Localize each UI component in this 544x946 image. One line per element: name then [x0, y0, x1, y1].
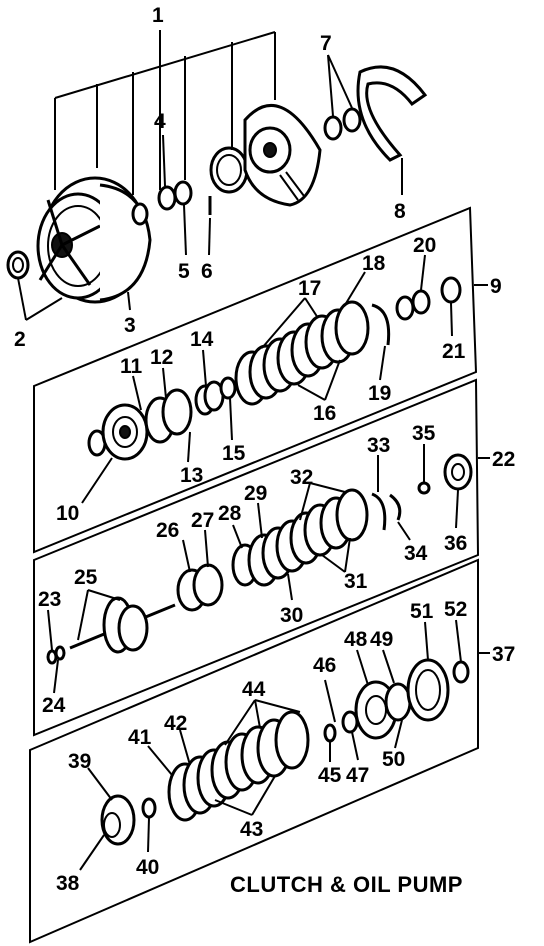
callout-22: 22: [492, 448, 515, 471]
bearing-36: [443, 453, 473, 491]
callout-48: 48: [344, 628, 368, 651]
callout-52: 52: [444, 598, 467, 621]
callout-17: 17: [298, 277, 321, 300]
callout-33: 33: [367, 434, 390, 457]
callout-8: 8: [394, 200, 406, 223]
pump-cover-seal: [209, 146, 249, 194]
housing-51: [406, 658, 450, 722]
clutch-pack-29-32: [247, 488, 369, 587]
clutch-plates-16-17: [234, 300, 370, 406]
callout-46: 46: [313, 654, 336, 677]
callout-2: 2: [14, 328, 26, 351]
callout-7: 7: [320, 32, 332, 55]
callout-26: 26: [156, 519, 179, 542]
callout-42: 42: [164, 712, 187, 735]
callout-38: 38: [56, 872, 80, 895]
leader-lines: [17, 30, 490, 871]
ring-15: [219, 376, 237, 400]
callout-14: 14: [190, 328, 214, 351]
callout-50: 50: [382, 748, 405, 771]
section-box-9: [33, 206, 478, 554]
callout-36: 36: [444, 532, 467, 555]
ring-4: [157, 185, 177, 211]
callout-28: 28: [218, 502, 242, 525]
rings-45-47: [323, 710, 359, 743]
oil-pump-body: [36, 176, 152, 304]
callout-30: 30: [280, 604, 303, 627]
bearing-26-27: [176, 563, 224, 612]
callout-47: 47: [346, 764, 369, 787]
seal-52: [452, 660, 470, 684]
drum-11: [101, 403, 149, 461]
bolt-23-24: [46, 645, 66, 665]
callout-39: 39: [68, 750, 91, 773]
callout-9: 9: [490, 275, 502, 298]
callout-32: 32: [290, 466, 313, 489]
callout-15: 15: [222, 442, 246, 465]
piston-12-13: [144, 388, 193, 444]
ball-35: [417, 481, 431, 495]
ring-20: [395, 289, 431, 321]
callout-18: 18: [362, 252, 386, 275]
callout-1: 1: [152, 4, 164, 27]
callout-40: 40: [136, 856, 159, 879]
callout-37: 37: [492, 643, 515, 666]
callout-41: 41: [128, 726, 152, 749]
washer-40: [141, 797, 157, 819]
snap-ring-33-34: [371, 492, 402, 531]
callout-49: 49: [370, 628, 393, 651]
callout-45: 45: [318, 764, 342, 787]
callout-23: 23: [38, 588, 61, 611]
callout-35: 35: [412, 422, 436, 445]
callout-4: 4: [154, 110, 166, 133]
washer-21: [440, 276, 462, 304]
callout-51: 51: [410, 600, 434, 623]
callout-16: 16: [313, 402, 336, 425]
callout-11: 11: [120, 355, 143, 378]
rings-7: [323, 107, 362, 141]
ring-5: [173, 180, 193, 206]
section-box-37: [29, 558, 479, 944]
callout-27: 27: [191, 509, 214, 532]
hub-38-39: [100, 794, 136, 846]
callout-5: 5: [178, 260, 190, 283]
callout-19: 19: [368, 382, 391, 405]
callout-20: 20: [413, 234, 436, 257]
section-box-22: [33, 378, 480, 737]
callout-25: 25: [74, 566, 98, 589]
shaft-25: [69, 596, 176, 654]
callout-21: 21: [442, 340, 466, 363]
callout-10: 10: [56, 502, 79, 525]
callout-12: 12: [150, 346, 173, 369]
callout-6: 6: [201, 260, 213, 283]
callout-3: 3: [124, 314, 136, 337]
callout-labels: 1 2 3 4 5 6 7 8 9 10 11 12 13 14 15 16 1…: [14, 4, 515, 895]
callout-34: 34: [404, 542, 428, 565]
callout-13: 13: [180, 464, 203, 487]
spring-14: [194, 380, 225, 416]
callout-44: 44: [242, 678, 266, 701]
callout-31: 31: [344, 570, 368, 593]
callout-29: 29: [244, 482, 267, 505]
snap-ring-19: [371, 303, 391, 346]
callout-43: 43: [240, 818, 263, 841]
clutch-pack-41-44: [167, 710, 310, 822]
seal-2: [6, 250, 30, 280]
piston-48-50: [354, 680, 412, 740]
diagram-title: CLUTCH & OIL PUMP: [230, 872, 463, 897]
gasket-8: [356, 65, 428, 162]
pump-cover: [243, 103, 322, 207]
callout-24: 24: [42, 694, 66, 717]
